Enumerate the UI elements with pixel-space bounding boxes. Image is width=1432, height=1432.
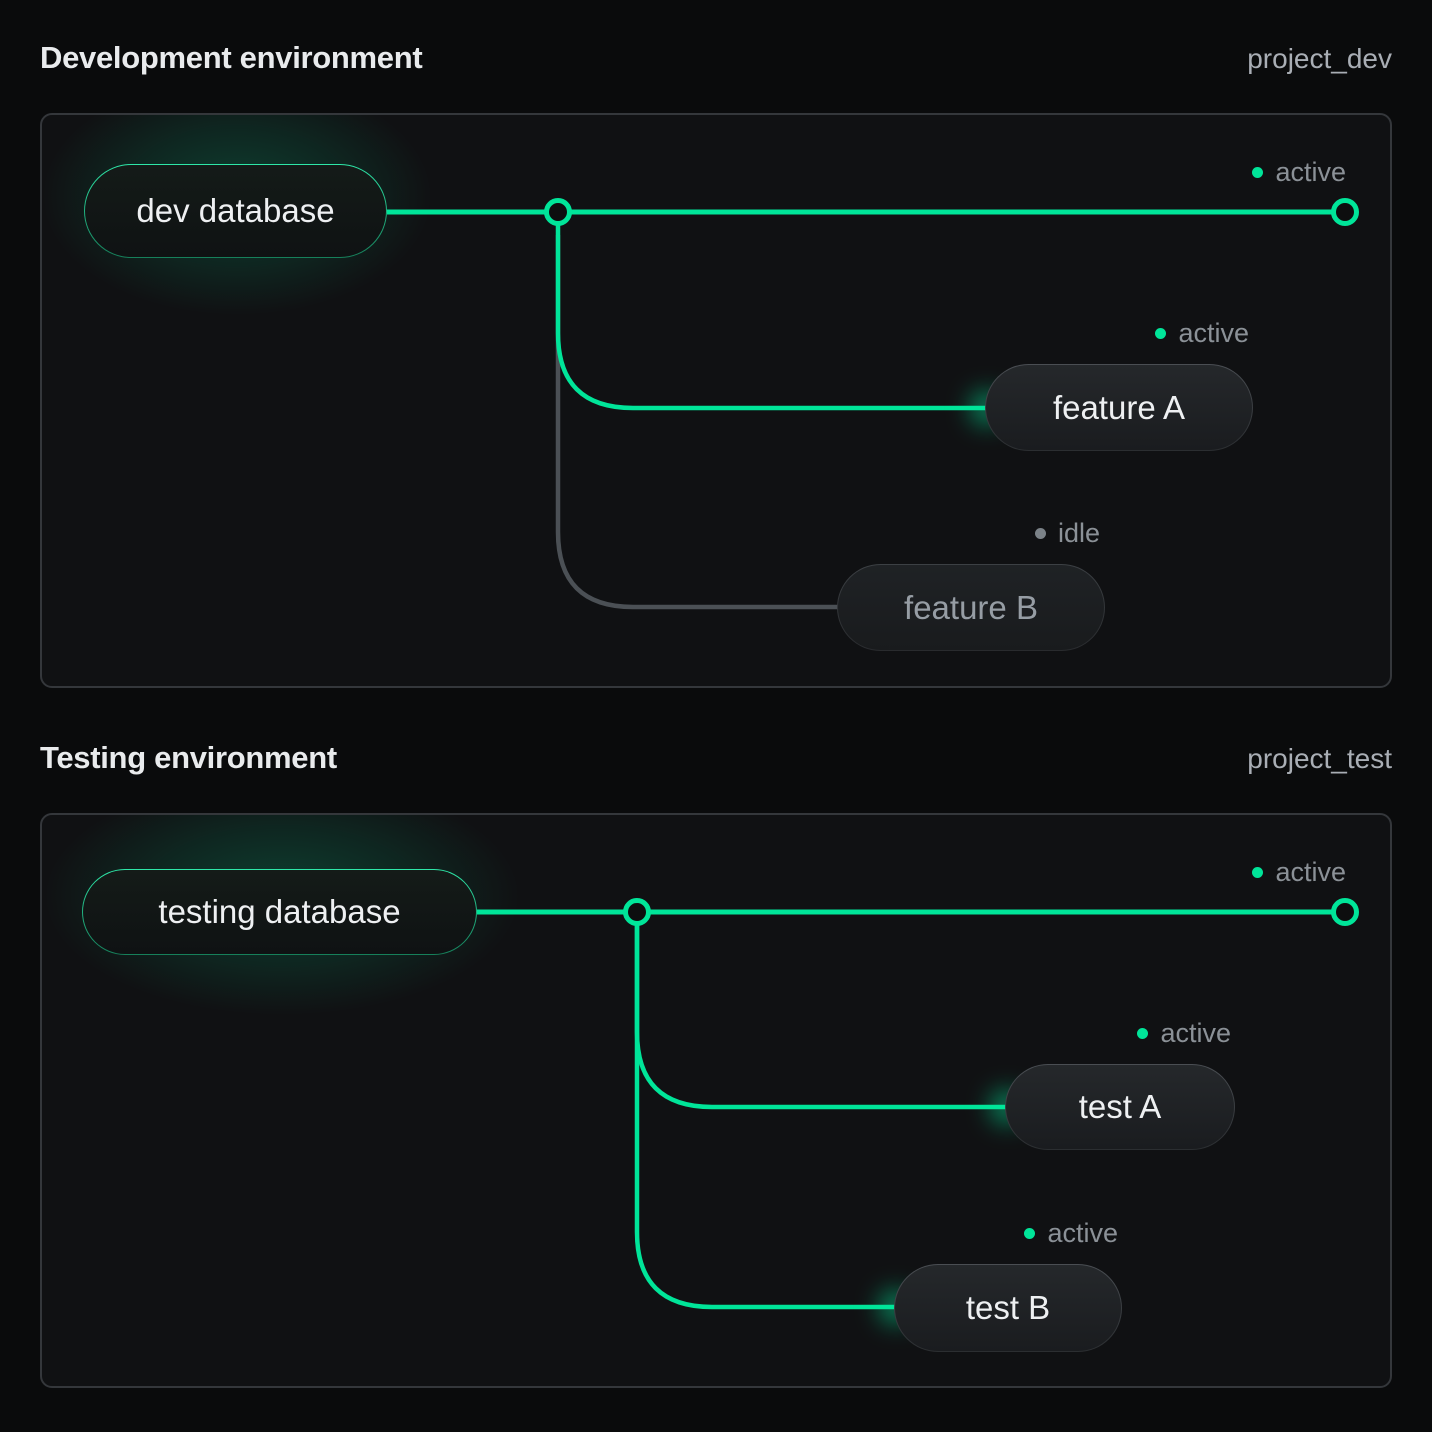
feature-b-status-label: idle: [1057, 518, 1100, 548]
node-feature-a-label: feature A: [1052, 388, 1186, 426]
status-dot-icon: [1034, 528, 1046, 539]
main-branch-status: active: [1252, 857, 1346, 888]
feature-a-branch-line: [555, 223, 987, 411]
branch-point-icon[interactable]: [544, 198, 572, 226]
dev-branch-lines-svg: [387, 198, 1359, 610]
node-test-b-label: test B: [965, 1289, 1051, 1326]
test-panel: testing database active test A active te…: [40, 813, 1392, 1388]
main-branch-status: active: [1252, 157, 1346, 188]
main-branch-endpoint-icon[interactable]: [1331, 898, 1359, 926]
node-dev-database[interactable]: dev database: [84, 164, 387, 258]
status-dot-icon: [1252, 867, 1264, 878]
main-branch-status-label: active: [1275, 157, 1346, 187]
test-b-status-label: active: [1047, 1218, 1118, 1248]
node-dev-database-label: dev database: [136, 192, 335, 229]
node-test-a[interactable]: test A: [1005, 1064, 1235, 1150]
feature-a-status-label: active: [1178, 318, 1249, 348]
dev-project-label: project_dev: [1247, 43, 1392, 74]
test-a-status: active: [1137, 1018, 1231, 1049]
main-branch-endpoint-icon[interactable]: [1331, 198, 1359, 226]
dev-env-header: Development environment project_dev: [40, 40, 1392, 76]
test-a-status-label: active: [1160, 1018, 1231, 1048]
node-test-b[interactable]: test B: [894, 1264, 1122, 1352]
test-a-branch-line: [634, 923, 1007, 1110]
test-b-branch-line: [634, 923, 896, 1310]
node-feature-b-label: feature B: [904, 588, 1038, 626]
dev-panel: dev database active feature A active fea…: [40, 113, 1392, 688]
branch-point-icon[interactable]: [623, 898, 651, 926]
status-dot-icon: [1024, 1228, 1036, 1239]
feature-a-status: active: [1155, 318, 1249, 349]
test-project-label: project_test: [1247, 743, 1392, 774]
feature-b-branch-line: [555, 235, 862, 610]
test-b-status: active: [1024, 1218, 1118, 1249]
node-feature-b[interactable]: feature B: [837, 564, 1105, 651]
test-env-title: Testing environment: [40, 740, 337, 775]
test-env-header: Testing environment project_test: [40, 740, 1392, 776]
status-dot-icon: [1137, 1028, 1149, 1039]
status-dot-icon: [1155, 328, 1167, 339]
feature-b-status: idle: [1034, 518, 1100, 549]
dev-env-title: Development environment: [40, 40, 423, 75]
main-branch-status-label: active: [1275, 857, 1346, 887]
node-feature-a[interactable]: feature A: [985, 364, 1253, 451]
node-testing-database[interactable]: testing database: [82, 869, 477, 955]
node-test-a-label: test A: [1078, 1088, 1162, 1125]
status-dot-icon: [1252, 167, 1264, 178]
node-testing-database-label: testing database: [158, 893, 401, 930]
